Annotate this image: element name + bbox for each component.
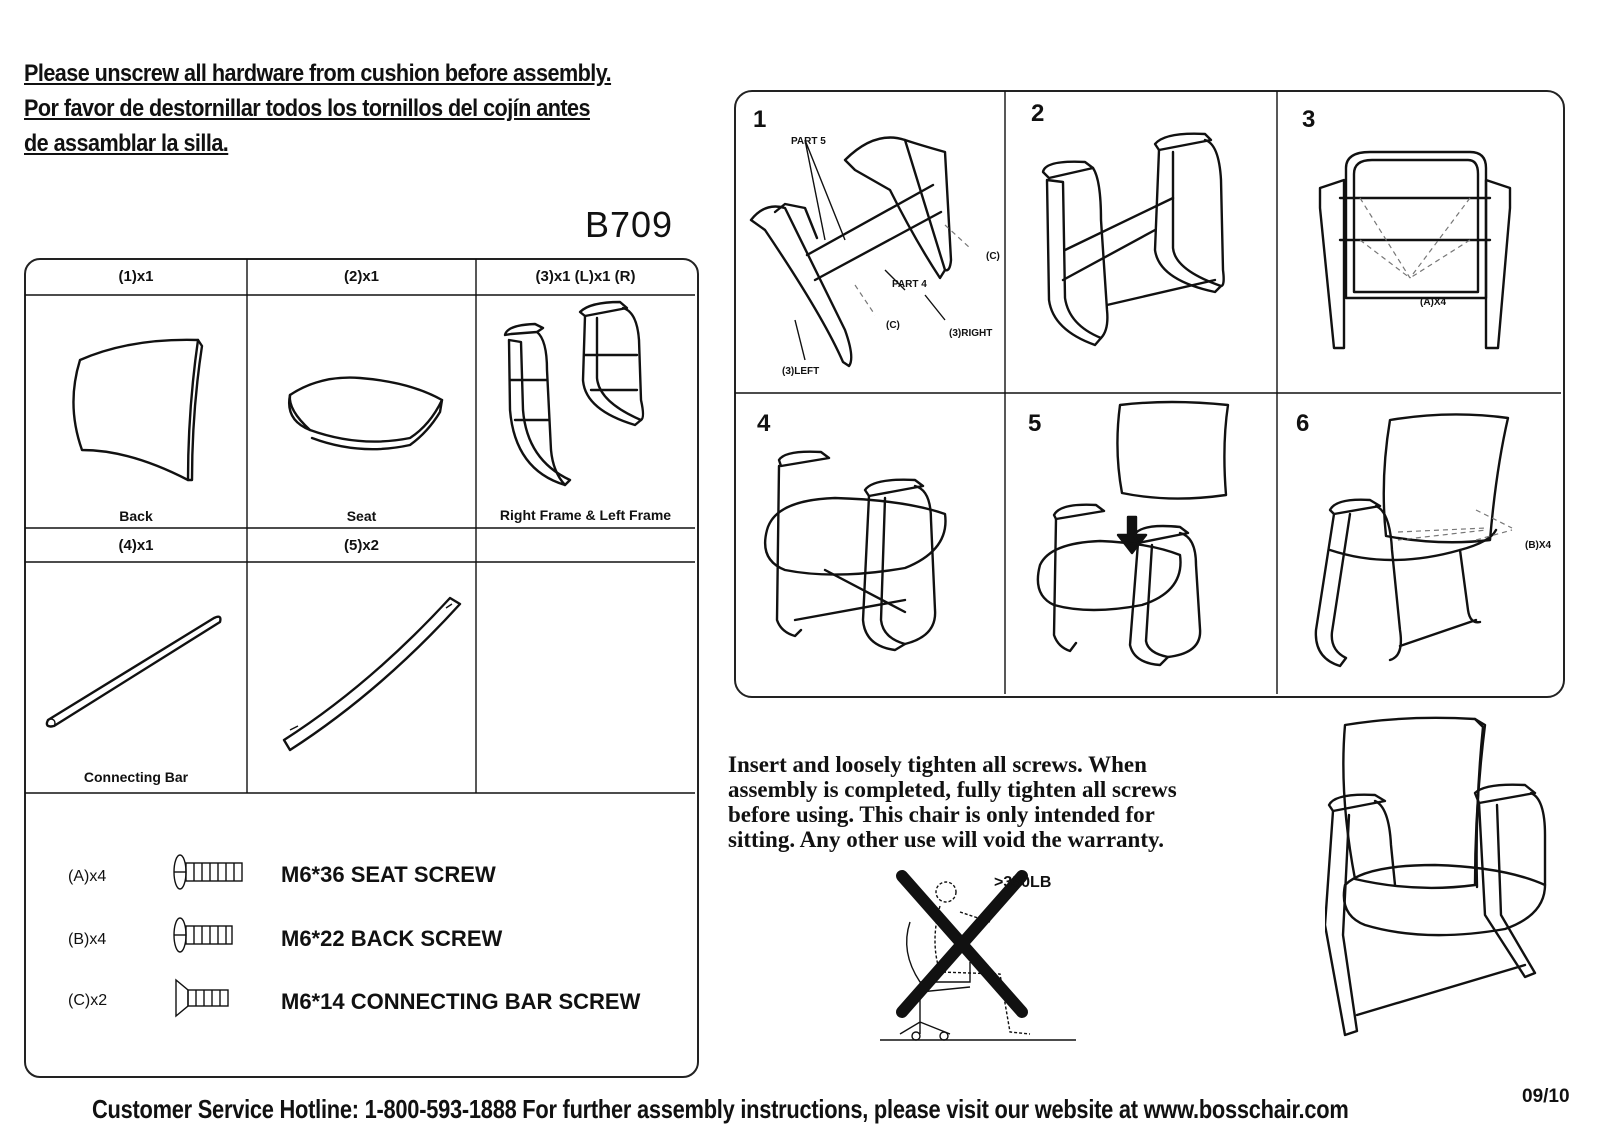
customer-service-footer: Customer Service Hotline: 1-800-593-1888… (92, 1094, 1349, 1124)
hardware-b-label: (B)x4 (68, 931, 107, 948)
hardware-b-name: M6*22 BACK SCREW (281, 926, 503, 951)
step-6-back-screws-icon (1314, 413, 1513, 668)
hardware-c-name: M6*14 CONNECTING BAR SCREW (281, 989, 641, 1014)
step-1-number: 1 (753, 106, 767, 133)
long-screw-icon (173, 854, 243, 890)
part-frame-name: Right Frame & Left Frame (499, 507, 672, 523)
part-seat-name: Seat (346, 508, 377, 524)
assembly-note-line-4: sitting. Any other use will void the war… (728, 827, 1164, 852)
part-connecting-bar-name: Connecting Bar (83, 769, 189, 785)
flat-screw-icon (175, 978, 229, 1018)
part-5-count: (5)x2 (343, 537, 380, 554)
part-1-count: (1)x1 (118, 268, 154, 285)
weight-limit-label: >350LB (994, 874, 1052, 891)
step-6-number: 6 (1296, 410, 1310, 437)
model-number: B709 (585, 204, 674, 245)
step-4-seat-installed-icon (763, 450, 947, 652)
connecting-bar-icon (45, 615, 222, 728)
assembly-steps-panel (734, 90, 1565, 698)
step-5-number: 5 (1028, 410, 1042, 437)
hardware-c-label: (C)x2 (68, 992, 108, 1009)
step-1-c-label-2: (C) (886, 320, 900, 331)
step-3-seat-mount-icon (1318, 150, 1512, 350)
part-back-name: Back (119, 508, 153, 524)
back-cushion-icon (72, 338, 204, 482)
header-line-1: Please unscrew all hardware from cushion… (24, 60, 612, 87)
assembly-note-line-2: assembly is completed, fully tighten all… (728, 777, 1177, 802)
step-1-left-label: (3)LEFT (782, 366, 820, 377)
curved-bar-icon (282, 596, 462, 752)
assembly-note-line-1: Insert and loosely tighten all screws. W… (728, 752, 1147, 777)
step-1-frame-assembly-icon (749, 136, 971, 368)
step-1-c-label-1: (C) (986, 251, 1000, 262)
assembly-note-line-3: before using. This chair is only intende… (728, 802, 1155, 827)
part-3-count: (3)x1 (L)x1 (R) (535, 268, 636, 285)
seat-cushion-icon (288, 376, 444, 451)
parts-list-table (24, 258, 699, 1078)
assembled-chair-icon (1325, 716, 1547, 1037)
medium-screw-icon (173, 917, 233, 953)
step-3-a-label: (A)X4 (1420, 297, 1447, 308)
step-5-back-installation-icon (1036, 400, 1230, 667)
hardware-a-name: M6*36 SEAT SCREW (281, 862, 496, 887)
step-1-part5-label: PART 5 (791, 136, 826, 147)
step-4-number: 4 (757, 410, 771, 437)
revision-date: 09/10 (1522, 1086, 1570, 1107)
step-3-number: 3 (1302, 106, 1316, 133)
frame-pair-icon (503, 300, 645, 487)
step-6-b-label: (B)X4 (1525, 540, 1552, 551)
no-standing-icon (880, 870, 1076, 1041)
step-1-right-label: (3)RIGHT (949, 328, 993, 339)
part-4-count: (4)x1 (118, 537, 154, 554)
header-line-2: Por favor de destornillar todos los torn… (24, 95, 591, 122)
step-2-number: 2 (1031, 100, 1045, 127)
part-2-count: (2)x1 (343, 268, 380, 285)
step-2-assembled-frame-icon (1041, 132, 1225, 347)
hardware-a-label: (A)x4 (68, 868, 107, 885)
header-line-3: de assamblar la silla. (24, 130, 229, 157)
step-1-part4-label: PART 4 (892, 279, 927, 290)
